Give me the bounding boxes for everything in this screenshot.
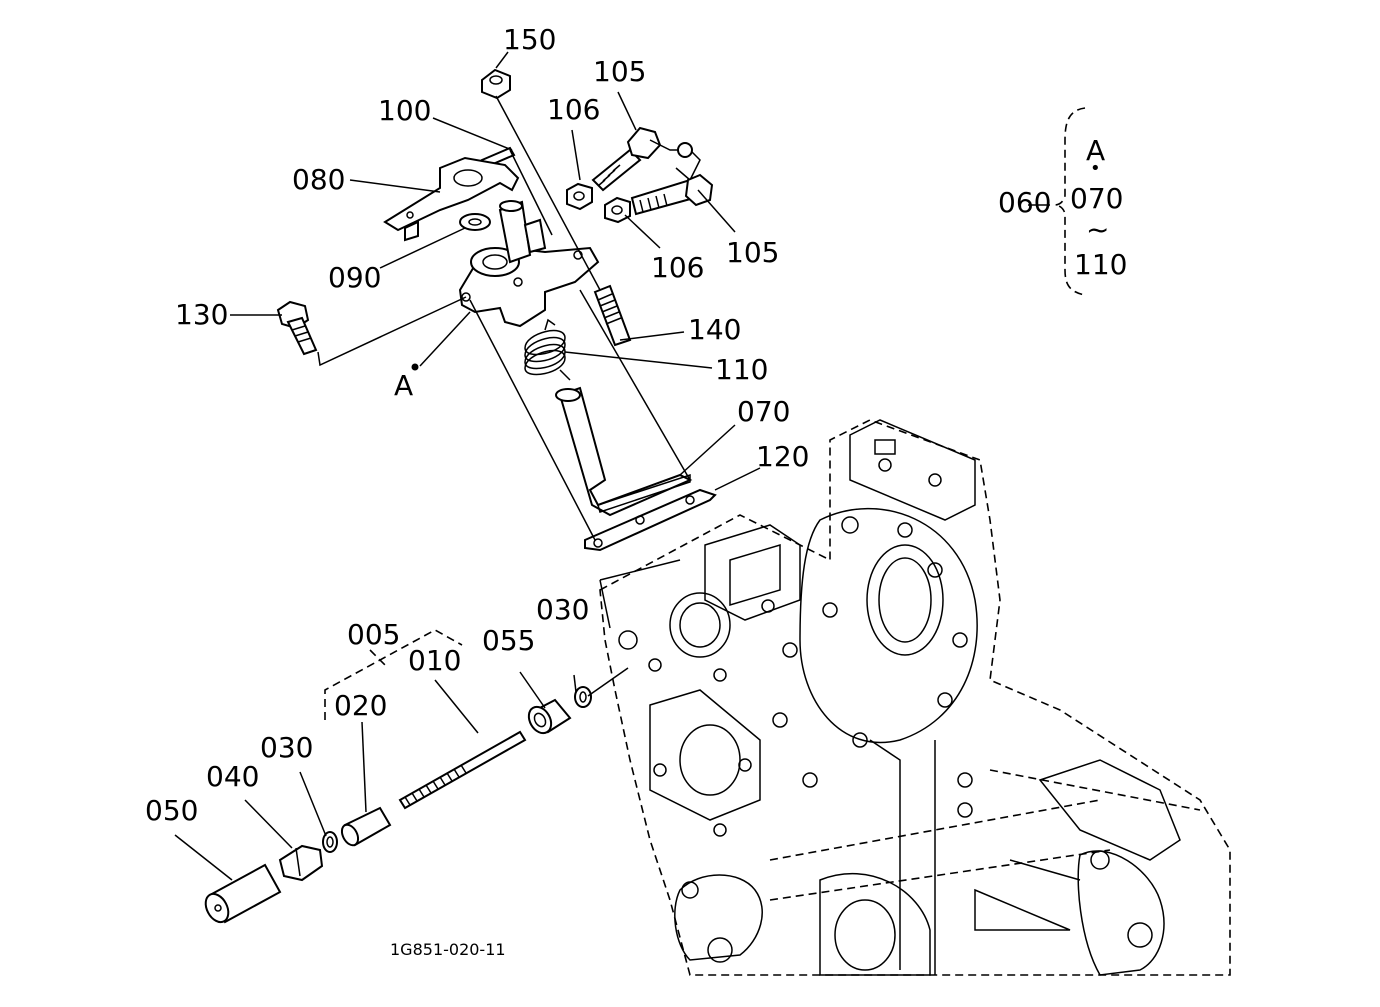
figure-code: 1G851-020-11 bbox=[390, 940, 506, 959]
label-055: 055 bbox=[482, 624, 536, 657]
label-060: 060 bbox=[998, 186, 1052, 219]
legend-brace bbox=[1054, 107, 1086, 296]
stud-140 bbox=[593, 284, 632, 347]
label-010: 010 bbox=[408, 644, 462, 677]
legend-letter-a: A bbox=[1086, 134, 1106, 167]
nut-020 bbox=[340, 806, 392, 847]
governor-lever-070 bbox=[555, 386, 693, 517]
label-020: 020 bbox=[334, 689, 388, 722]
bolt-105-lower bbox=[630, 173, 714, 216]
label-130: 130 bbox=[175, 298, 229, 331]
label-140: 140 bbox=[688, 313, 742, 346]
screw-010 bbox=[398, 730, 527, 810]
label-040: 040 bbox=[206, 760, 260, 793]
label-100: 100 bbox=[378, 94, 432, 127]
nut-106-lower bbox=[604, 196, 631, 224]
bolt-130 bbox=[276, 300, 318, 356]
label-030-lower: 030 bbox=[260, 731, 314, 764]
washer-030-lower bbox=[322, 831, 338, 853]
cap-nut-040 bbox=[278, 844, 324, 882]
bushing-055 bbox=[527, 698, 572, 735]
governor-housing bbox=[458, 200, 600, 328]
label-080: 080 bbox=[292, 163, 346, 196]
bolt-105-upper bbox=[591, 126, 701, 192]
bracket-005 bbox=[324, 629, 463, 720]
spring-110 bbox=[524, 318, 571, 381]
label-150: 150 bbox=[503, 23, 557, 56]
label-110: 110 bbox=[715, 353, 769, 386]
leader-lines bbox=[174, 51, 1050, 881]
legend-tilde: ~ bbox=[1086, 213, 1110, 246]
washer-030-upper bbox=[574, 686, 592, 708]
label-090: 090 bbox=[328, 261, 382, 294]
label-050: 050 bbox=[145, 794, 199, 827]
legend-dot: • bbox=[1090, 158, 1101, 179]
point-a-marker bbox=[411, 363, 419, 371]
label-a: A bbox=[394, 369, 414, 402]
label-105-lower: 105 bbox=[726, 236, 780, 269]
washer-090 bbox=[459, 213, 491, 231]
label-105-upper: 105 bbox=[593, 55, 647, 88]
legend-to: 110 bbox=[1074, 248, 1128, 281]
nut-106-upper bbox=[566, 182, 593, 211]
label-106-lower: 106 bbox=[651, 251, 705, 284]
lever-080 bbox=[383, 156, 520, 242]
gear-case bbox=[599, 419, 1231, 976]
gasket-120 bbox=[584, 488, 717, 552]
label-030-upper: 030 bbox=[536, 593, 590, 626]
label-070: 070 bbox=[737, 395, 791, 428]
label-120: 120 bbox=[756, 440, 810, 473]
label-005: 005 bbox=[347, 618, 401, 651]
plug-050 bbox=[204, 863, 282, 924]
nut-150 bbox=[481, 68, 511, 100]
label-106-upper: 106 bbox=[547, 93, 601, 126]
legend-from: 070 bbox=[1070, 182, 1124, 215]
